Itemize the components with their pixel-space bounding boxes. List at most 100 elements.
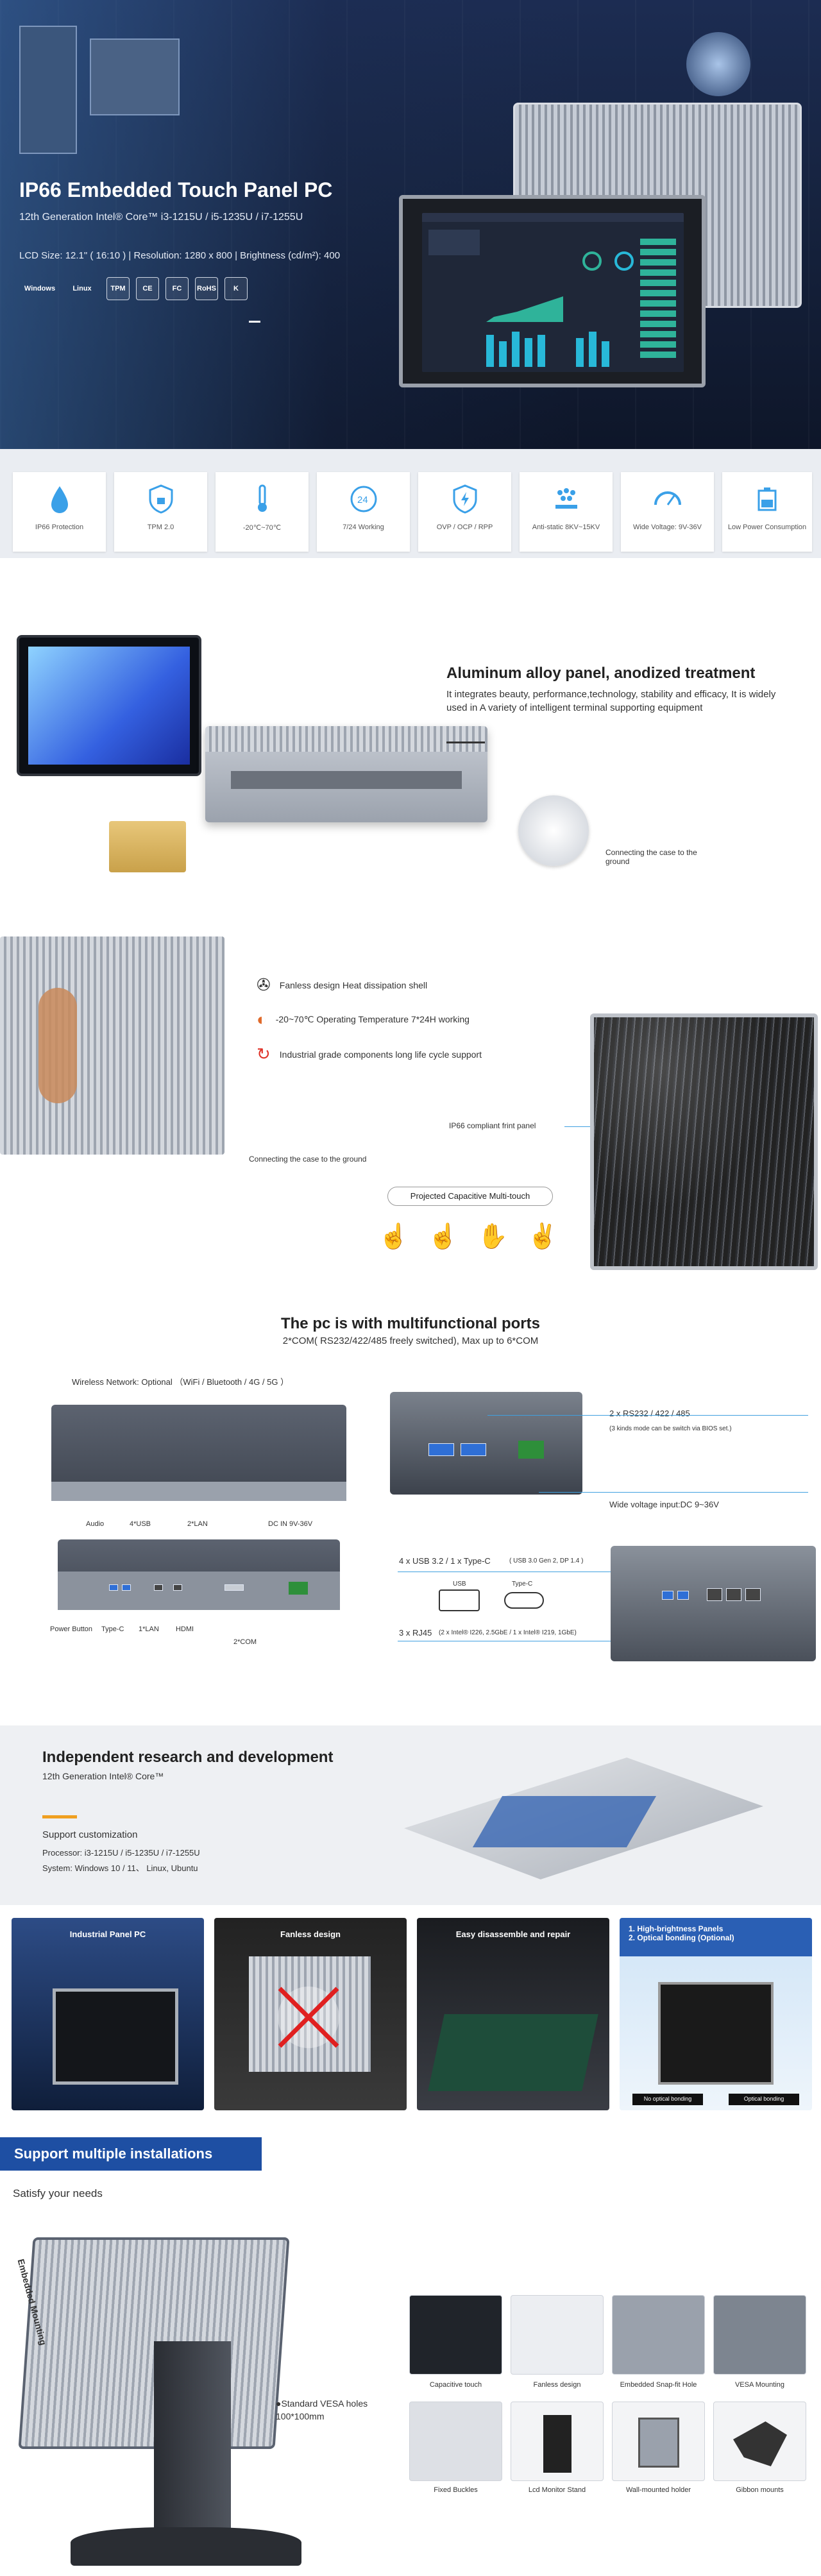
typec-port-icon <box>504 1592 544 1609</box>
no-fan-icon <box>278 1987 339 2048</box>
ground-note-2: Connecting the case to the ground <box>249 1155 367 1164</box>
com-label: 2 x RS232 / 422 / 485 <box>609 1409 690 1418</box>
windows-desktop <box>28 647 190 765</box>
feature-card: IP66 Protection <box>13 472 106 552</box>
accent-bar <box>42 1815 77 1818</box>
fan-icon: ✇ <box>257 975 271 994</box>
double-tap-icon: ☝ <box>428 1223 459 1250</box>
bonding-tag: Optical bonding <box>729 2094 799 2105</box>
bottom-label-hdmi: HDMI <box>176 1625 194 1633</box>
divider <box>446 741 485 743</box>
stand-base <box>71 2527 301 2566</box>
rnd-system: System: Windows 10 / 11、 Linux, Ubuntu <box>42 1863 198 1873</box>
gauge-icon <box>648 480 687 518</box>
power-shield-icon <box>446 480 484 518</box>
typec-icon-label: Type-C <box>512 1580 533 1588</box>
thumb-fixed-buckles <box>409 2402 502 2481</box>
feature-icons-row: IP66 Protection TPM 2.0 -20℃~70℃ 24 7/24… <box>0 449 821 558</box>
heatsink-image <box>0 936 224 1155</box>
thumb-label: VESA Mounting <box>734 2381 785 2389</box>
water-drops-icon <box>40 480 79 518</box>
feature-label: Low Power Consumption <box>727 523 807 531</box>
ports-section: The pc is with multifunctional ports 2*C… <box>0 1302 821 1700</box>
gallery-title: 1. High-brightness Panels 2. Optical bon… <box>620 1918 812 1956</box>
vesa-note: ●Standard VESA holes 100*100mm <box>276 2398 368 2421</box>
install-subtitle: Satisfy your needs <box>13 2187 103 2199</box>
rj45-label: 3 x RJ45 <box>399 1628 432 1638</box>
aluminum-text: It integrates beauty, performance,techno… <box>446 689 776 713</box>
gallery-section: Industrial Panel PC Fanless design Easy … <box>0 1918 821 2123</box>
machine-column <box>19 26 77 154</box>
pinch-gesture-icon: ✌ <box>527 1223 558 1250</box>
shield-lock-icon <box>142 480 180 518</box>
feature-label: Wide Voltage: 9V-36V <box>632 523 702 531</box>
usb-port-icon <box>439 1589 480 1611</box>
install-tag: Support multiple installations <box>0 2137 262 2171</box>
install-section: Support multiple installations Satisfy y… <box>0 2130 821 2576</box>
usb-label: 4 x USB 3.2 / 1 x Type-C <box>399 1556 491 1566</box>
thumb-label: Embedded Snap-fit Hole <box>620 2381 697 2389</box>
rnd-subtitle: 12th Generation Intel® Core™ <box>42 1771 164 1781</box>
usb-rj45-closeup <box>611 1546 816 1661</box>
feature-label: -20℃~70℃ <box>242 524 282 532</box>
machine-display <box>90 38 180 115</box>
svg-text:24: 24 <box>357 495 368 505</box>
top-label-dc: DC IN 9V-36V <box>268 1520 313 1528</box>
rnd-section: Independent research and development 12t… <box>0 1725 821 1905</box>
no-bonding-tag: No optical bonding <box>632 2094 703 2105</box>
ground-note: Connecting the case to the ground <box>605 848 697 866</box>
aluminum-title: Aluminum alloy panel, anodized treatment <box>446 665 756 682</box>
keys-lock-image <box>109 821 186 872</box>
bullet-item: ✇Fanless design Heat dissipation shell <box>257 975 428 994</box>
ports-title: The pc is with multifunctional ports <box>280 1315 540 1332</box>
gallery-high-brightness: 1. High-brightness Panels 2. Optical bon… <box>620 1918 812 2110</box>
static-icon <box>547 480 586 518</box>
swipe-gesture-icon: ✋ <box>477 1223 508 1250</box>
gallery-title: Fanless design <box>280 1929 341 1939</box>
battery-icon <box>748 480 786 518</box>
cycle-icon: ↻ <box>257 1044 271 1063</box>
hero-specs: LCD Size: 12.1" ( 16:10 ) | Resolution: … <box>19 250 341 261</box>
feature-label: IP66 Protection <box>35 523 84 531</box>
thumb-label: Capacitive touch <box>429 2381 482 2389</box>
panel-io-view <box>58 1539 340 1610</box>
bottom-label-power: Power Button <box>50 1625 93 1633</box>
ip66-note: IP66 compliant frint panel <box>449 1121 536 1130</box>
gallery-title: Industrial Panel PC <box>69 1929 146 1939</box>
thumb-snap-fit <box>612 2295 705 2375</box>
top-label-audio: Audio <box>86 1520 105 1528</box>
feature-card: -20℃~70℃ <box>216 472 309 552</box>
thumb-wall-holder <box>612 2402 705 2481</box>
box-pc-image <box>205 726 487 822</box>
thumb-vesa <box>713 2295 806 2375</box>
aluminum-section: Aluminum alloy panel, anodized treatment… <box>0 564 821 1276</box>
dashboard-screen <box>422 213 684 372</box>
usb-note: ( USB 3.0 Gen 2, DP 1.4 ) <box>509 1557 584 1564</box>
wireless-label: Wireless Network: Optional （WiFi / Bluet… <box>72 1377 289 1387</box>
rnd-title: Independent research and development <box>42 1749 334 1766</box>
panel-front-display <box>399 195 706 387</box>
rnd-support: Support customization <box>42 1829 138 1840</box>
rohs-logo: RoHS <box>195 277 218 300</box>
thumb-label: Fixed Buckles <box>434 2486 478 2494</box>
ports-subtitle: 2*COM( RS232/422/485 freely switched), M… <box>282 1335 539 1346</box>
tpm-logo: TPM <box>106 277 130 300</box>
k-logo: K <box>224 277 248 300</box>
feature-card: 24 7/24 Working <box>317 472 410 552</box>
feature-card: Wide Voltage: 9V-36V <box>621 472 714 552</box>
ip66-rain-panel-image <box>590 1013 818 1270</box>
bullet-item: ◐-20~70℃ Operating Temperature 7*24H wor… <box>257 1010 470 1029</box>
bottom-label-com: 2*COM <box>233 1638 257 1646</box>
top-label-lan: 2*LAN <box>187 1520 208 1528</box>
feature-card: TPM 2.0 <box>114 472 207 552</box>
hero-banner: IP66 Embedded Touch Panel PC 12th Genera… <box>0 0 821 449</box>
thumb-label: Gibbon mounts <box>736 2486 784 2494</box>
clock-24-icon: 24 <box>344 480 383 518</box>
feature-label: 7/24 Working <box>343 523 384 531</box>
usb-icon-label: USB <box>453 1580 466 1588</box>
touch-gestures: ☝ ☝ ✋ ✌ <box>378 1223 557 1251</box>
feature-card: Anti-static 8KV~15KV <box>520 472 613 552</box>
certification-logos: Windows Linux TPM CE FC RoHS K <box>22 277 248 300</box>
feature-card: OVP / OCP / RPP <box>418 472 511 552</box>
tap-gesture-icon: ☝ <box>378 1223 409 1250</box>
